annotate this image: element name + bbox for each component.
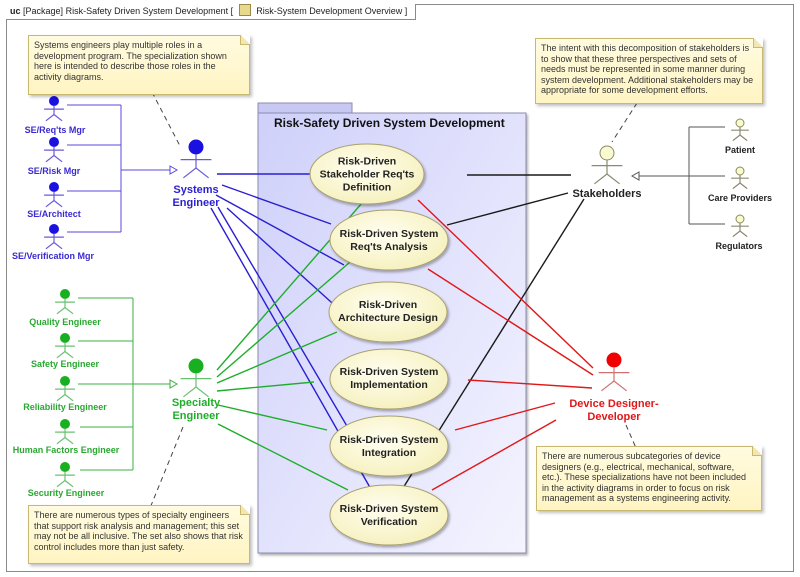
actor-head <box>606 352 622 368</box>
note-stakeholders-text: The intent with this decomposition of st… <box>541 43 754 95</box>
actors <box>44 96 749 488</box>
actor-head <box>599 145 615 161</box>
specialty-generalization-tree <box>78 297 179 471</box>
actor-label-security-engineer[interactable]: Security Engineer <box>27 488 105 498</box>
usecase-uc1[interactable] <box>309 143 425 205</box>
diagram-kind: uc <box>10 6 21 16</box>
actor-label-se-reqts-mgr[interactable]: SE/Req'ts Mgr <box>24 125 86 135</box>
actor-se-role-0[interactable] <box>44 96 64 122</box>
actor-head <box>188 139 204 155</box>
package-title: Risk-Safety Driven System Development <box>274 116 505 130</box>
diagram-owner-name: Risk-Safety Driven System Development <box>65 6 229 16</box>
se-generalization-tree <box>67 104 179 233</box>
usecase-label-system-reqts[interactable]: Risk-Driven System Req'ts Analysis <box>339 228 439 253</box>
actor-head <box>49 137 59 147</box>
usecase-uc3[interactable] <box>328 281 448 343</box>
actor-specialty-role-1[interactable] <box>55 333 75 359</box>
actor-specialty-engineer[interactable] <box>180 358 212 398</box>
actor-head <box>735 166 745 176</box>
actor-stakeholder-role-1[interactable] <box>731 166 749 190</box>
bracket-close: ] <box>404 6 408 16</box>
actor-label-human-factors-engineer[interactable]: Human Factors Engineer <box>12 445 120 455</box>
actor-stakeholders[interactable] <box>591 145 623 185</box>
usecase-label-implementation[interactable]: Risk-Driven System Implementation <box>339 366 439 391</box>
actor-device-designer[interactable] <box>598 352 630 392</box>
actor-stakeholder-role-0[interactable] <box>731 118 749 142</box>
usecase-label-architecture[interactable]: Risk-Driven Architecture Design <box>338 299 438 324</box>
actor-label-se-risk-mgr[interactable]: SE/Risk Mgr <box>27 166 81 176</box>
actor-head <box>49 96 59 106</box>
actor-head <box>735 118 745 128</box>
usecase-uc6[interactable] <box>329 484 449 546</box>
actor-head <box>60 419 70 429</box>
note-stakeholders[interactable]: The intent with this decomposition of st… <box>535 38 763 104</box>
diagram-name: Risk-System Development Overview <box>256 6 403 16</box>
note-systems-engineer[interactable]: Systems engineers play multiple roles in… <box>28 35 250 95</box>
use-cases <box>309 143 449 546</box>
bracket-open: [ <box>230 6 234 16</box>
actor-label-stakeholders[interactable]: Stakeholders <box>572 188 642 200</box>
actor-label-quality-engineer[interactable]: Quality Engineer <box>29 317 101 327</box>
actor-label-safety-engineer[interactable]: Safety Engineer <box>30 359 100 369</box>
actor-head <box>735 214 745 224</box>
actor-specialty-role-4[interactable] <box>55 462 75 488</box>
note-specialty-text: There are numerous types of specialty en… <box>34 510 243 552</box>
actor-label-regulators[interactable]: Regulators <box>715 241 763 251</box>
device-designer-associations <box>417 199 594 491</box>
note-specialty-engineer[interactable]: There are numerous types of specialty en… <box>28 505 250 564</box>
actor-specialty-role-0[interactable] <box>55 289 75 315</box>
actor-se-role-2[interactable] <box>44 182 64 208</box>
actor-head <box>60 333 70 343</box>
usecase-uc4[interactable] <box>329 348 449 410</box>
actor-label-specialty-engineer[interactable]: Specialty Engineer <box>171 397 221 422</box>
package-tab <box>257 102 353 114</box>
actor-head <box>49 224 59 234</box>
stakeholder-generalization-tree <box>630 126 725 225</box>
usecase-uc2[interactable] <box>329 209 449 271</box>
actor-label-se-verification-mgr[interactable]: SE/Verification Mgr <box>11 251 95 261</box>
note-anchors <box>149 91 638 509</box>
actor-se-role-3[interactable] <box>44 224 64 250</box>
actor-label-se-architect[interactable]: SE/Architect <box>27 209 81 219</box>
note-device-designer-text: There are numerous subcategories of devi… <box>542 451 746 503</box>
actor-head <box>60 376 70 386</box>
diagram-frame-header: uc [Package] Risk-Safety Driven System D… <box>6 4 417 20</box>
usecase-diagram-icon <box>238 4 251 16</box>
actor-label-patient[interactable]: Patient <box>724 145 756 155</box>
actor-systems-engineer[interactable] <box>180 139 212 179</box>
actor-stakeholder-role-2[interactable] <box>731 214 749 238</box>
usecase-uc5[interactable] <box>329 415 449 477</box>
actor-se-role-1[interactable] <box>44 137 64 163</box>
actor-label-device-designer[interactable]: Device Designer- Developer <box>569 398 659 423</box>
actor-label-reliability-engineer[interactable]: Reliability Engineer <box>23 402 107 412</box>
actor-specialty-role-2[interactable] <box>55 376 75 402</box>
note-device-designer[interactable]: There are numerous subcategories of devi… <box>536 446 762 511</box>
usecase-label-stakeholder-reqts[interactable]: Risk-Driven Stakeholder Req'ts Definitio… <box>319 155 415 194</box>
diagram-type: [Package] <box>23 6 64 16</box>
note-systems-engineer-text: Systems engineers play multiple roles in… <box>34 40 227 82</box>
actor-head <box>188 358 204 374</box>
actor-label-systems-engineer[interactable]: Systems Engineer <box>172 184 220 209</box>
usecase-label-verification[interactable]: Risk-Driven System Verification <box>339 503 439 528</box>
actor-head <box>49 182 59 192</box>
actor-specialty-role-3[interactable] <box>55 419 75 445</box>
actor-head <box>60 462 70 472</box>
usecase-label-integration[interactable]: Risk-Driven System Integration <box>339 434 439 459</box>
actor-head <box>60 289 70 299</box>
actor-label-care-providers[interactable]: Care Providers <box>707 193 773 203</box>
